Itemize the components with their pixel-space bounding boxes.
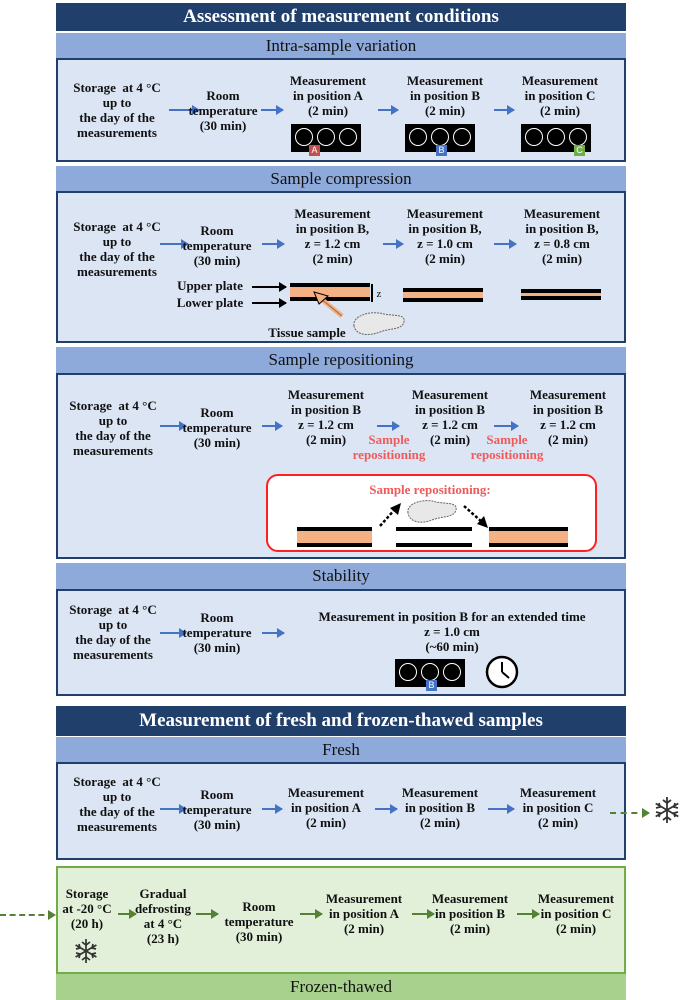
step-measure-b-z12: Measurement in position B, z = 1.2 cm (2… xyxy=(294,206,371,266)
step-storage-frozen: Storage at -20 °C (20 h) xyxy=(62,886,112,931)
sample-holder-b: B xyxy=(405,124,475,156)
section-header-assessment: Assessment of measurement conditions xyxy=(56,3,626,31)
step-storage: Storage at 4 °C up to the day of the mea… xyxy=(69,398,157,458)
plate-pair-z12 xyxy=(290,283,370,305)
subheader-frozen-thawed: Frozen-thawed xyxy=(56,974,626,1000)
step-room-temp: Room temperature (30 min) xyxy=(182,405,252,450)
place-arrow xyxy=(463,505,488,528)
plate-pair-z10 xyxy=(403,288,483,302)
flow-arrow xyxy=(118,909,137,919)
flow-arrow xyxy=(160,239,189,249)
step-measure-b-2: Measurement in position B z = 1.2 cm (2 … xyxy=(411,387,489,447)
step-measure-b: Measurement in position B (2 min) xyxy=(406,73,484,118)
subheader-compression: Sample compression xyxy=(56,166,626,191)
section-header-fresh-frozen: Measurement of fresh and frozen-thawed s… xyxy=(56,706,626,736)
position-label-a: A xyxy=(309,145,320,156)
panel-stability xyxy=(56,589,626,696)
flow-arrow xyxy=(378,105,399,115)
flow-arrow xyxy=(262,421,283,431)
flow-arrow xyxy=(196,909,219,919)
step-room-temp: Room temperature (30 min) xyxy=(182,787,252,832)
position-label-b: B xyxy=(426,680,437,691)
flow-arrow xyxy=(494,421,519,431)
flow-arrow xyxy=(169,105,200,115)
step-storage: Storage at 4 °C up to the day of the mea… xyxy=(73,219,161,279)
plate-pair-z08 xyxy=(521,289,601,300)
plates-open xyxy=(396,527,472,547)
position-label-c: C xyxy=(574,145,585,156)
flow-arrow xyxy=(160,804,187,814)
snowflake-icon xyxy=(655,797,679,823)
to-freezer-arrow xyxy=(610,808,650,818)
step-measure-c: Measurement in position C (2 min) xyxy=(521,73,599,118)
flow-arrow xyxy=(300,909,323,919)
sample-holder-a: A xyxy=(291,124,361,156)
sample-holder-c: C xyxy=(521,124,591,156)
panel-compression xyxy=(56,191,626,343)
step-measure-a: Measurement in position A (2 min) xyxy=(289,73,367,118)
pointer-arrow xyxy=(252,282,287,292)
label-z: z xyxy=(376,288,382,300)
action-sample-repositioning: Sample repositioning xyxy=(470,432,544,462)
flow-arrow xyxy=(160,628,187,638)
step-defrosting: Gradual defrosting at 4 °C (23 h) xyxy=(134,886,192,946)
step-room-temp: Room temperature (30 min) xyxy=(224,899,294,944)
step-measure-b-3: Measurement in position B z = 1.2 cm (2 … xyxy=(529,387,607,447)
subheader-stability: Stability xyxy=(56,563,626,589)
inset-title: Sample repositioning: xyxy=(369,482,491,497)
step-measure-c: Measurement in position C (2 min) xyxy=(519,785,597,830)
snowflake-icon xyxy=(75,939,97,963)
tissue-sample-icon xyxy=(407,500,457,523)
position-label-b: B xyxy=(436,145,447,156)
flow-arrow xyxy=(375,804,398,814)
panel-fresh xyxy=(56,762,626,860)
flow-arrow xyxy=(262,804,283,814)
subheader-intra-sample: Intra-sample variation xyxy=(56,33,626,58)
step-measure-c: Measurement in position C (2 min) xyxy=(537,891,615,936)
step-measure-b-z08: Measurement in position B, z = 0.8 cm (2… xyxy=(523,206,601,266)
step-measure-a: Measurement in position A (2 min) xyxy=(325,891,403,936)
subheader-fresh: Fresh xyxy=(56,737,626,762)
clock-icon xyxy=(485,655,519,689)
flow-arrow xyxy=(160,421,187,431)
plates-after xyxy=(489,527,568,547)
label-lower-plate: Lower plate xyxy=(176,295,244,310)
flow-arrow xyxy=(488,804,515,814)
pointer-arrow xyxy=(252,298,287,308)
step-measure-b: Measurement in position B (2 min) xyxy=(431,891,509,936)
step-storage: Storage at 4 °C up to the day of the mea… xyxy=(69,602,157,662)
from-freezer-arrow xyxy=(0,910,56,920)
step-storage: Storage at 4 °C up to the day of the mea… xyxy=(73,80,161,140)
action-sample-repositioning: Sample repositioning xyxy=(352,432,426,462)
flow-arrow xyxy=(412,909,435,919)
label-tissue-sample: Tissue sample xyxy=(268,325,346,340)
step-measure-b: Measurement in position B (2 min) xyxy=(401,785,479,830)
step-room-temp: Room temperature (30 min) xyxy=(182,610,252,655)
flow-arrow xyxy=(517,909,540,919)
step-room-temp: Room temperature (30 min) xyxy=(182,223,252,268)
flow-arrow xyxy=(262,239,285,249)
plates-before xyxy=(297,527,372,547)
flow-arrow xyxy=(494,239,517,249)
step-storage: Storage at 4 °C up to the day of the mea… xyxy=(73,774,161,834)
label-upper-plate: Upper plate xyxy=(177,278,243,293)
flow-arrow xyxy=(262,628,285,638)
tissue-sample-icon xyxy=(353,312,405,335)
subheader-repositioning: Sample repositioning xyxy=(56,347,626,373)
panel-frozen-thawed xyxy=(56,866,626,974)
flow-arrow xyxy=(494,105,515,115)
z-double-arrow xyxy=(371,284,373,302)
step-measure-b-z10: Measurement in position B, z = 1.0 cm (2… xyxy=(406,206,484,266)
flow-arrow xyxy=(377,421,400,431)
step-measure-b-1: Measurement in position B z = 1.2 cm (2 … xyxy=(287,387,365,447)
flow-arrow xyxy=(261,105,284,115)
step-room-temp: Room temperature (30 min) xyxy=(188,88,258,133)
flow-arrow xyxy=(383,239,404,249)
step-measure-extended: Measurement in position B for an extende… xyxy=(318,609,586,654)
sample-holder-b: B xyxy=(395,659,465,691)
step-measure-a: Measurement in position A (2 min) xyxy=(287,785,365,830)
tissue-pointer-arrow xyxy=(313,291,344,318)
lift-arrow xyxy=(379,503,401,527)
